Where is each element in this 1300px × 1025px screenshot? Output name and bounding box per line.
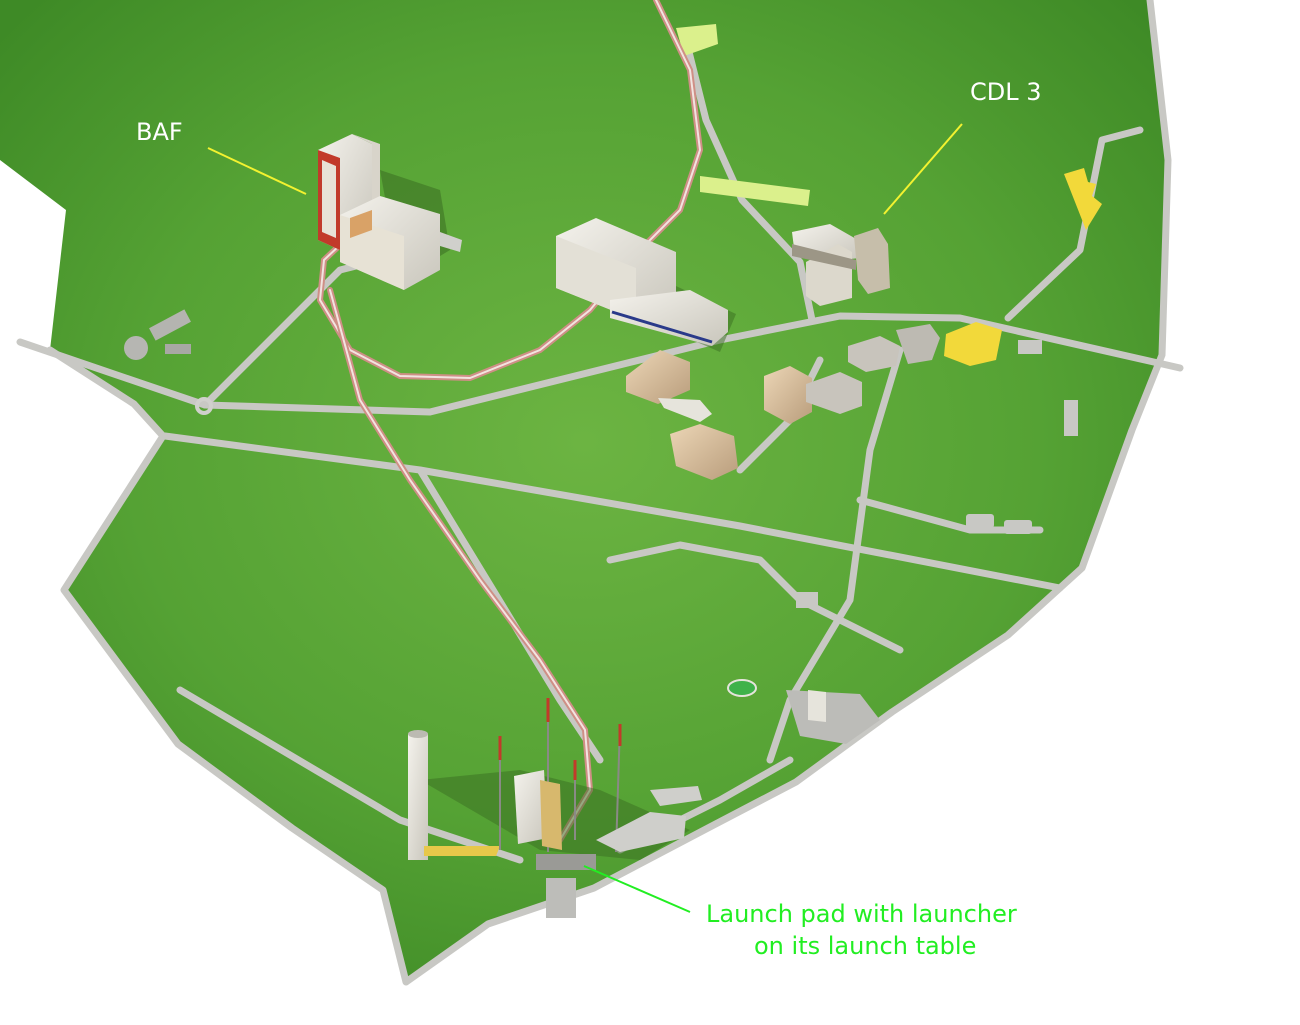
yellow-zone-northeast bbox=[1064, 168, 1102, 230]
launch-complex bbox=[408, 698, 702, 918]
railway-track bbox=[316, 0, 704, 843]
pale-zone-strip bbox=[700, 176, 810, 206]
baf-label: BAF bbox=[136, 118, 183, 146]
baf-building bbox=[318, 134, 462, 290]
west-facility bbox=[124, 309, 213, 415]
north-access-road bbox=[682, 36, 816, 324]
yellow-zone-east bbox=[944, 322, 1002, 366]
perimeter-road bbox=[46, 0, 1172, 986]
cdl3-label: CDL 3 bbox=[970, 78, 1042, 106]
diagonal-road bbox=[161, 432, 1064, 592]
road-network bbox=[16, 0, 1184, 986]
assembly-building bbox=[556, 218, 736, 352]
southeast-site bbox=[786, 690, 880, 744]
baf-leader-line bbox=[207, 147, 307, 195]
cdl3-building bbox=[792, 224, 890, 306]
pond bbox=[727, 679, 757, 697]
launch-pad-label-line1: Launch pad with launcher bbox=[706, 900, 1017, 928]
central-north-south-road bbox=[766, 346, 904, 764]
launch-pad-leader-line bbox=[583, 865, 691, 913]
loop-road bbox=[606, 541, 904, 654]
east-facilities bbox=[796, 340, 1078, 608]
technical-centre bbox=[626, 324, 940, 480]
launch-pad-label-line2: on its launch table bbox=[754, 932, 976, 960]
water-tower bbox=[408, 734, 428, 860]
pale-zone-north bbox=[676, 24, 718, 56]
cdl3-leader-line bbox=[883, 123, 963, 215]
